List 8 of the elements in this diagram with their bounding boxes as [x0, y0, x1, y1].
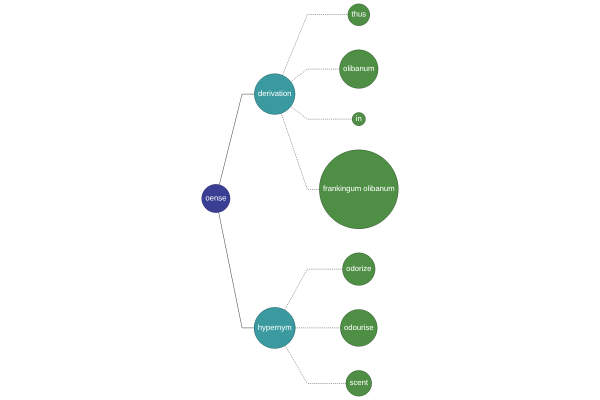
- connector: [218, 212, 254, 328]
- connector: [284, 268, 343, 310]
- connector: [284, 345, 346, 384]
- connector: [219, 94, 255, 186]
- connector: [290, 68, 340, 82]
- connector: [281, 113, 320, 190]
- connector: [290, 106, 352, 120]
- connector: [282, 14, 348, 76]
